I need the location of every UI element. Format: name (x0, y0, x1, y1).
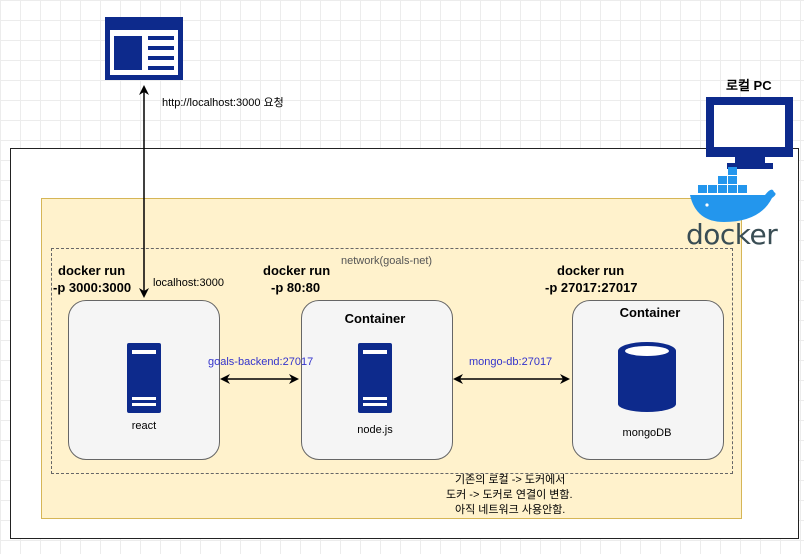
browser-window-icon (105, 17, 183, 80)
note-line2: 도커 -> 도커로 연결이 변함. (446, 489, 573, 501)
monitor-icon (706, 97, 793, 169)
browser-request-label: http://localhost:3000 요청 (162, 97, 284, 109)
node-mongo-connection-label: mongo-db:27017 (469, 356, 553, 368)
note-line1: 기존의 로컬 -> 도커에서 (455, 474, 566, 486)
docker-logo-text: docker (686, 218, 778, 251)
network-label: network(goals-net) (341, 255, 433, 267)
database-icon (618, 342, 676, 412)
node-container-title: Container (344, 311, 406, 326)
note-line3: 아직 네트워크 사용안함. (455, 504, 566, 516)
react-node-connection-label: goals-backend:27017 (208, 356, 314, 368)
node-run-command-line2: -p 80:80 (271, 280, 321, 295)
react-run-command-line2: -p 3000:3000 (53, 280, 132, 295)
server-icon (127, 343, 161, 413)
local-pc-title: 로컬 PC (726, 78, 772, 93)
mongo-run-command-line1: docker run (557, 263, 625, 278)
react-container-name: react (131, 420, 157, 432)
server-icon (358, 343, 392, 413)
network-boundary (51, 248, 733, 474)
mongo-run-command-line2: -p 27017:27017 (545, 280, 638, 295)
mongo-container-title: Container (619, 305, 681, 320)
node-run-command-line1: docker run (263, 263, 331, 278)
react-inner-label: localhost:3000 (153, 277, 224, 289)
mongo-container-name: mongoDB (622, 427, 672, 439)
docker-whale-icon (690, 167, 776, 222)
react-run-command-line1: docker run (58, 263, 126, 278)
node-container-name: node.js (357, 424, 393, 436)
